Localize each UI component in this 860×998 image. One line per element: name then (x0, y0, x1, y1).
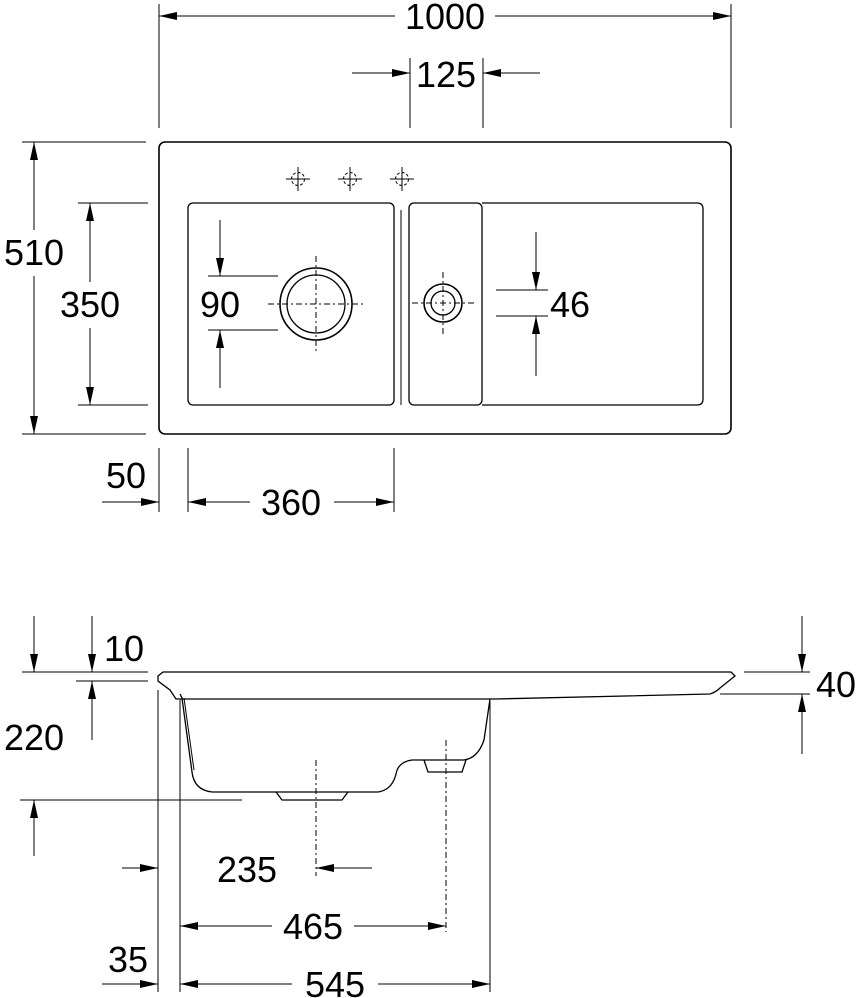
sink-outline (158, 141, 732, 435)
dim-second-waste-offset: 465 (283, 906, 343, 947)
side-view: 10 220 40 235 465 35 (4, 616, 856, 998)
main-waste-icon (268, 256, 364, 352)
dim-small-waste-diameter: 46 (550, 284, 590, 325)
small-bowl (408, 202, 483, 406)
dim-bowl-length: 545 (305, 964, 365, 998)
dim-tap-spacing: 125 (416, 54, 476, 95)
dim-overall-width: 1000 (405, 0, 485, 37)
dim-main-waste-diameter: 90 (200, 284, 240, 325)
sink-profile-rim (157, 671, 736, 700)
dim-bowl-depth: 350 (60, 284, 120, 325)
dim-bowl-width: 360 (261, 482, 321, 523)
dim-edge-offset: 50 (106, 455, 146, 496)
tap-hole-2 (337, 166, 363, 192)
dim-overall-height: 220 (4, 717, 64, 758)
sink-profile-bowl (179, 693, 491, 793)
tap-hole-3 (389, 166, 415, 192)
tap-hole-1 (285, 166, 311, 192)
dim-waste-offset: 235 (217, 849, 277, 890)
dim-drainer-height: 40 (816, 664, 856, 705)
dim-front-offset: 35 (108, 939, 148, 980)
side-main-waste (275, 791, 349, 801)
small-waste-icon (412, 272, 474, 334)
top-view: 1000 125 510 350 90 (4, 0, 732, 523)
main-bowl (187, 202, 395, 406)
drainer-area (482, 202, 704, 406)
dim-overall-depth: 510 (4, 232, 64, 273)
side-second-waste (423, 759, 467, 773)
dim-rim-thickness: 10 (104, 628, 144, 669)
